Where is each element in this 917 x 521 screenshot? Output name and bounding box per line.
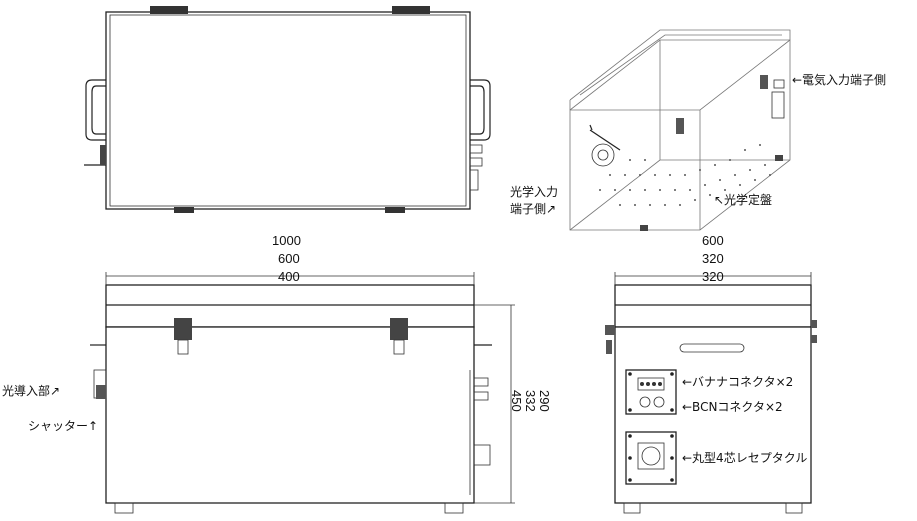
height-dimension [474, 304, 515, 504]
receptacle-label: ←丸型4芯レセプタクル [682, 451, 807, 465]
light-inlet-label: 光導入部↗ [2, 383, 60, 398]
side-dim-320-a: 320 [702, 251, 724, 266]
front-dim-400: 400 [278, 269, 300, 284]
optical-side-label-line2: 端子側↗ [510, 202, 556, 216]
optical-table-label: ↖光学定盤 [714, 192, 772, 207]
height-dim-450: 450 [509, 390, 524, 412]
side-dim-600: 600 [702, 233, 724, 248]
bnc-connector-label: ←BCNコネクタ×2 [682, 400, 783, 414]
optical-table-dots [599, 144, 771, 206]
height-dim-290: 290 [537, 390, 552, 412]
side-dim-320-b: 320 [702, 269, 724, 284]
banana-connector-label: ←バナナコネクタ×2 [682, 375, 793, 389]
side-width-dimension [614, 272, 812, 285]
isometric-view [569, 29, 791, 231]
electrical-side-label: ←電気入力端子側 [792, 72, 886, 87]
side-view [605, 284, 817, 514]
top-view [84, 6, 491, 213]
front-view [90, 284, 492, 514]
height-dim-332: 332 [523, 390, 538, 412]
front-dim-1000: 1000 [272, 233, 301, 248]
optical-side-label-line1: 光学入力 [510, 184, 558, 199]
front-dim-600: 600 [278, 251, 300, 266]
shutter-label: シャッター↑ [28, 419, 98, 433]
front-width-dimension [105, 272, 475, 285]
